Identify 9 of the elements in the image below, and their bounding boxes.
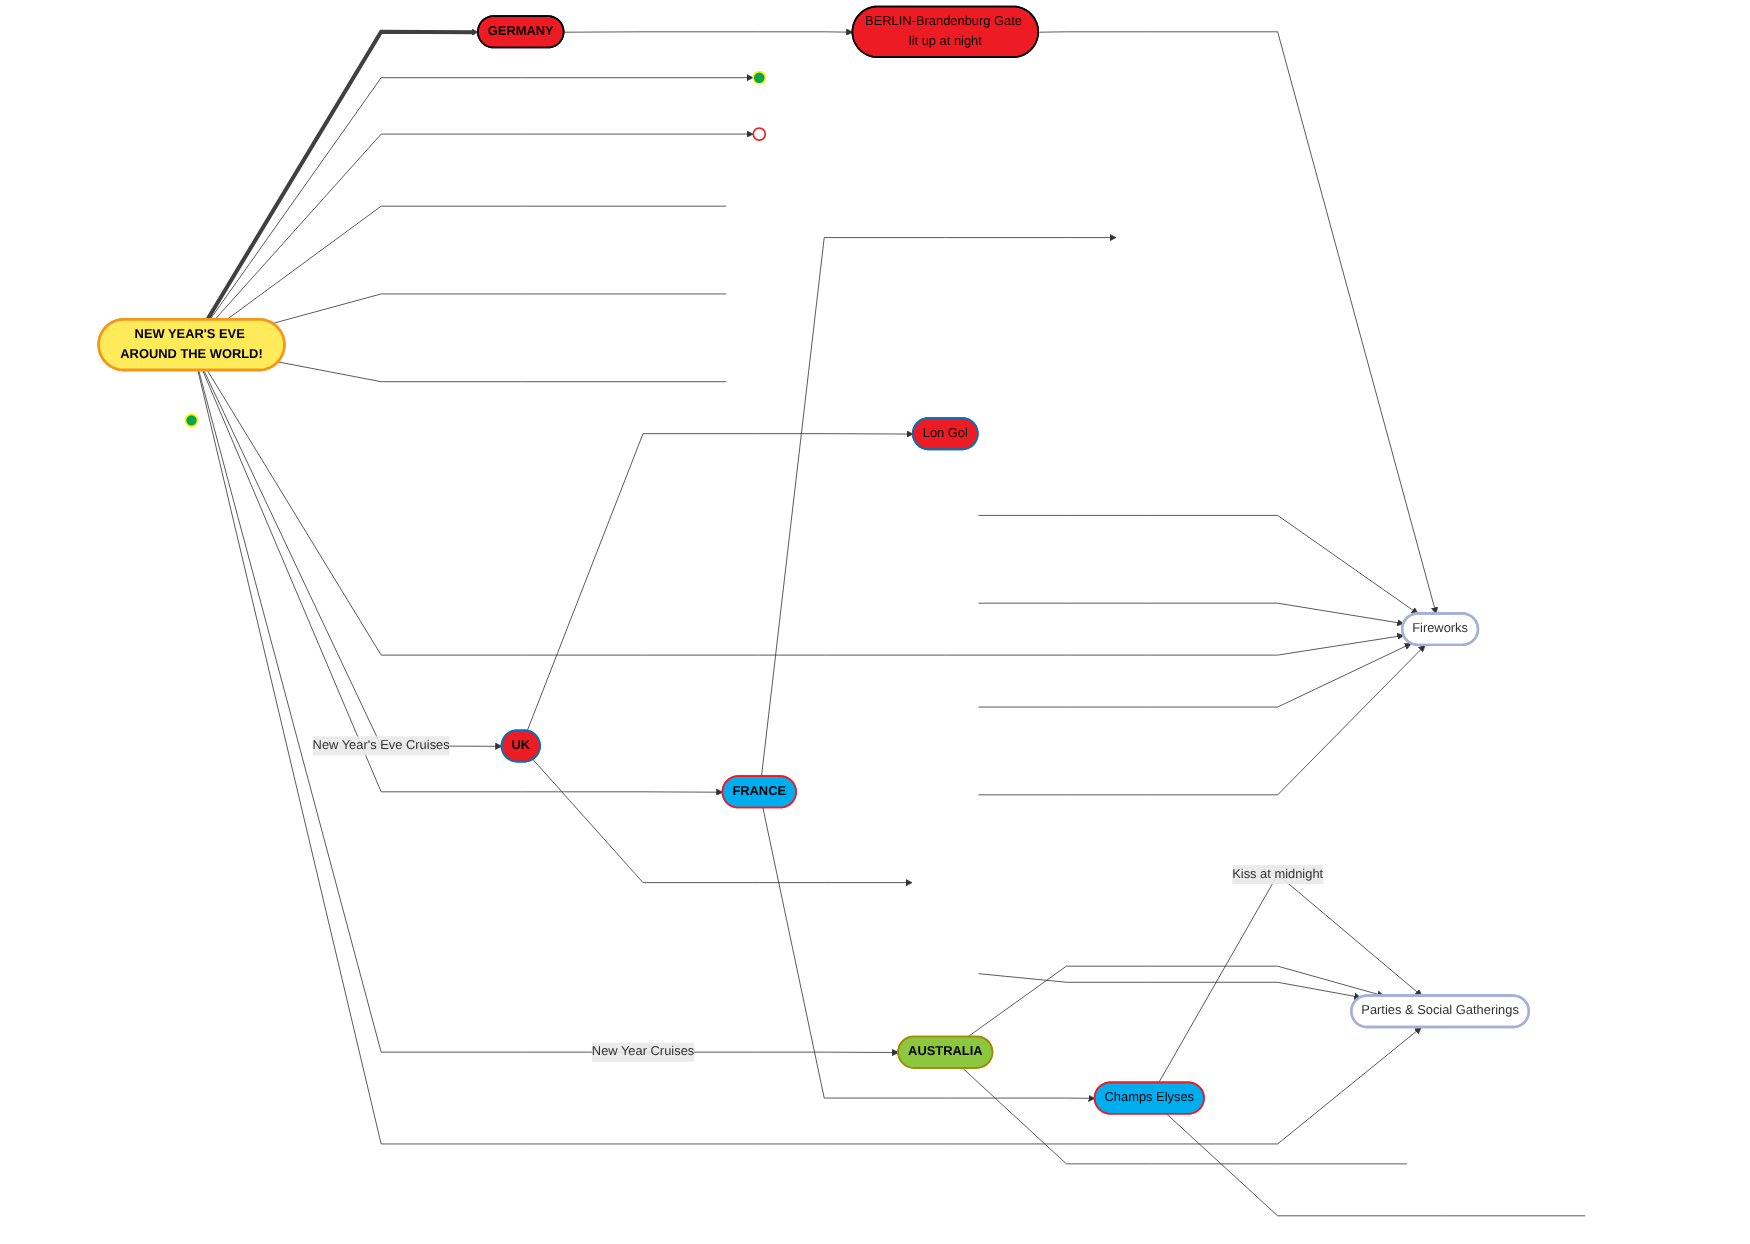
node-circle: [752, 127, 767, 141]
connector: [1166, 1113, 1586, 1217]
arrow: [205, 28, 479, 321]
node-circle: [752, 70, 767, 85]
connector: [277, 361, 727, 383]
node-circle: [184, 413, 199, 428]
connector: [272, 293, 727, 324]
connector: [962, 1067, 1408, 1165]
connector: [226, 205, 727, 321]
